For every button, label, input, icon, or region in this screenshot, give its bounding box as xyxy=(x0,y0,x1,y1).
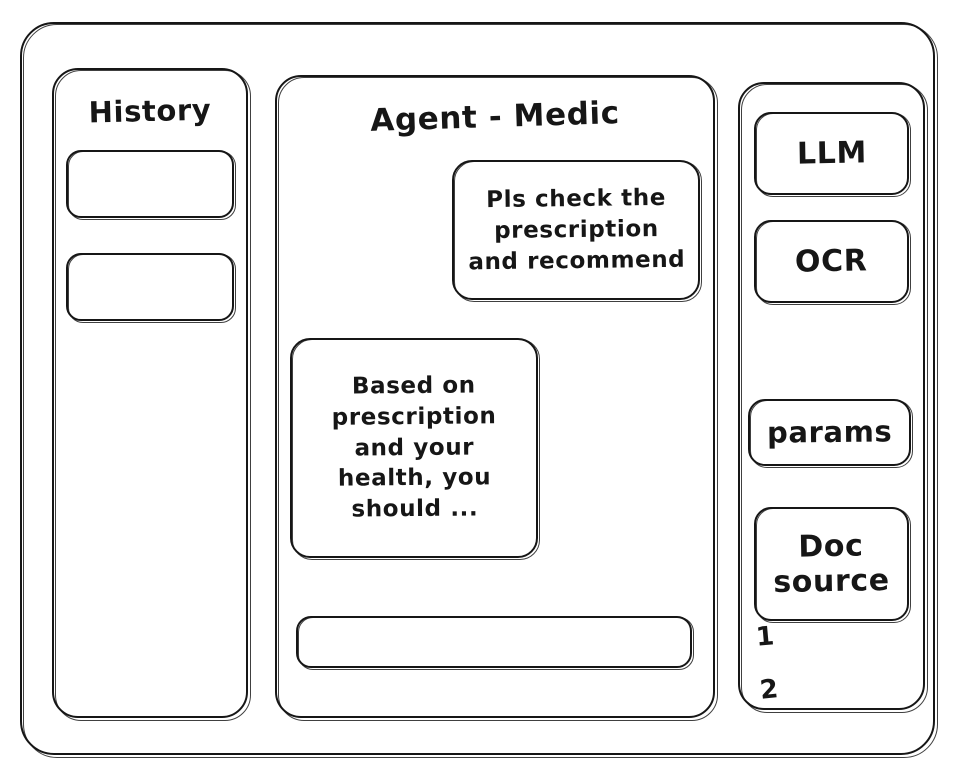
history-panel: History xyxy=(52,68,251,721)
history-item[interactable] xyxy=(66,150,236,221)
agent-panel-title: Agent - Medic xyxy=(369,95,621,139)
tool-button-params[interactable]: params xyxy=(748,399,913,469)
message-composer-value xyxy=(296,616,692,644)
chat-message-user: Pls check the prescription and recommend xyxy=(452,160,702,303)
chat-message-user-text: Pls check the prescription and recommend xyxy=(467,184,685,275)
tool-button-params-label: params xyxy=(766,414,893,451)
doc-source-list-marker[interactable]: 2 xyxy=(758,674,781,706)
tool-button-ocr-label: OCR xyxy=(794,243,868,280)
tool-button-doc-source[interactable]: Doc source xyxy=(754,507,911,624)
chat-message-assistant-text: Based on prescription and your health, y… xyxy=(331,372,497,523)
tool-button-llm-label: LLM xyxy=(796,135,867,172)
chat-message-assistant: Based on prescription and your health, y… xyxy=(290,338,540,561)
message-composer-input[interactable] xyxy=(296,616,694,671)
history-panel-title: History xyxy=(88,92,212,130)
history-item[interactable] xyxy=(66,253,236,324)
tools-panel: LLM OCR params Doc source 1 2 xyxy=(738,82,928,713)
agent-panel: Agent - Medic Pls check the prescription… xyxy=(275,75,718,721)
tool-button-ocr[interactable]: OCR xyxy=(754,220,911,306)
tool-button-llm[interactable]: LLM xyxy=(754,112,911,198)
tool-button-doc-source-label: Doc source xyxy=(773,528,891,601)
doc-source-list-marker[interactable]: 1 xyxy=(754,621,776,653)
